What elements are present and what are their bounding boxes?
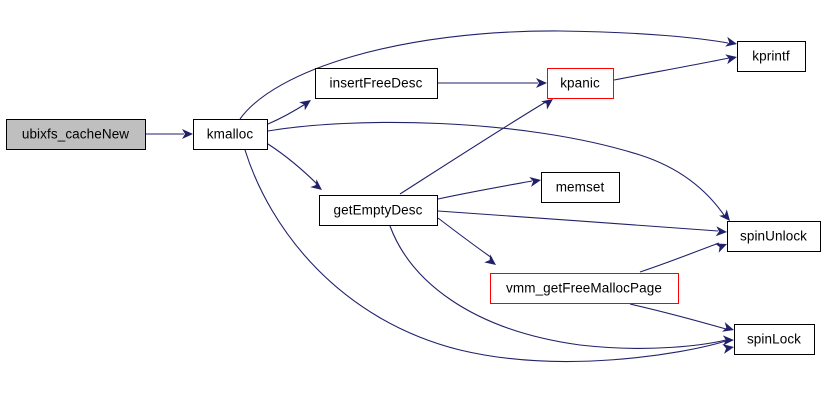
arrowhead-vmm-in [484, 254, 496, 265]
edge-getEmptyDesc-to-kpanic [399, 99, 550, 195]
arrowhead-kprintf-in-kpanic [725, 54, 737, 65]
node-kpanic[interactable]: kpanic [547, 68, 614, 99]
node-label-kpanic: kpanic [560, 76, 600, 91]
node-label-vmm_getFreeMallocPage: vmm_getFreeMallocPage [506, 281, 662, 296]
node-label-insertFreeDesc: insertFreeDesc [330, 76, 423, 91]
nodes-layer: ubixfs_cacheNew kmalloc insertFreeDesc kpan… [6, 41, 821, 355]
edge-getEmptyDesc-to-vmm_getFreeMallocPage [437, 217, 493, 259]
node-label-getEmptyDesc: getEmptyDesc [334, 203, 423, 218]
node-box-vmm_getFreeMallocPage [490, 273, 679, 304]
node-ubixfs_cacheNew[interactable]: ubixfs_cacheNew [6, 119, 146, 150]
edge-getEmptyDesc-to-spinLock [389, 225, 727, 349]
node-label-kprintf: kprintf [752, 49, 790, 64]
node-box-kpanic [547, 68, 614, 99]
node-label-memset: memset [556, 180, 605, 195]
arrowhead-spinUnlock-in-kmalloc [719, 209, 730, 221]
edge-kmalloc-to-getEmptyDesc [267, 143, 319, 186]
edge-kmalloc-to-insertFreeDesc [267, 102, 308, 125]
edge-kpanic-to-kprintf [613, 57, 730, 81]
arrowheads-layer [182, 36, 737, 354]
node-box-memset [541, 172, 620, 203]
edge-getEmptyDesc-to-memset [437, 180, 533, 200]
arrowhead-kpanic-in-getEmptyDesc [541, 99, 553, 110]
node-box-spinLock [734, 324, 815, 355]
node-label-spinUnlock: spinUnlock [740, 229, 807, 244]
node-box-spinUnlock [727, 221, 821, 252]
node-spinUnlock[interactable]: spinUnlock [727, 221, 821, 252]
arrowhead-getEmptyDesc-in [310, 179, 322, 190]
edge-kmalloc-to-kprintf [239, 30, 729, 120]
arrowhead-insertFreeDesc-in [299, 100, 311, 111]
arrowhead-spinUnlock-in-vmm [714, 243, 727, 253]
edge-kmalloc-to-spinLock [244, 149, 727, 363]
node-getEmptyDesc[interactable]: getEmptyDesc [319, 195, 438, 226]
edge-kmalloc-to-spinUnlock [267, 121, 727, 219]
arrowhead-kpanic-in-insertFreeDesc [536, 78, 547, 88]
node-spinLock[interactable]: spinLock [734, 324, 815, 355]
node-box-kprintf [737, 41, 806, 72]
node-vmm_getFreeMallocPage[interactable]: vmm_getFreeMallocPage [490, 273, 679, 304]
arrowhead-spinLock-in-getEmptyDesc [722, 335, 734, 346]
arrowhead-memset-in [529, 176, 541, 187]
arrowhead-spinLock-in-vmm [722, 322, 734, 332]
node-insertFreeDesc[interactable]: insertFreeDesc [315, 68, 438, 99]
edges-layer [145, 30, 730, 363]
node-kmalloc[interactable]: kmalloc [193, 119, 268, 150]
arrowhead-kmalloc-in [182, 129, 193, 139]
node-label-ubixfs_cacheNew: ubixfs_cacheNew [22, 127, 129, 142]
node-box-insertFreeDesc [315, 68, 438, 99]
arrowhead-kprintf-in-kmalloc [725, 36, 737, 47]
node-memset[interactable]: memset [541, 172, 620, 203]
edge-vmm_getFreeMallocPage-to-spinUnlock [639, 242, 720, 273]
arrowhead-spinUnlock-in-getEmptyDesc [715, 226, 727, 237]
edge-getEmptyDesc-to-spinUnlock [437, 210, 719, 232]
arrowhead-spinLock-in-kmalloc [722, 343, 734, 354]
node-box-getEmptyDesc [319, 195, 438, 226]
node-box-ubixfs_cacheNew [6, 119, 146, 150]
node-label-kmalloc: kmalloc [207, 127, 254, 142]
node-label-spinLock: spinLock [747, 332, 801, 347]
node-kprintf[interactable]: kprintf [737, 41, 806, 72]
edge-vmm_getFreeMallocPage-to-spinLock [629, 303, 727, 330]
node-box-kmalloc [193, 119, 268, 150]
